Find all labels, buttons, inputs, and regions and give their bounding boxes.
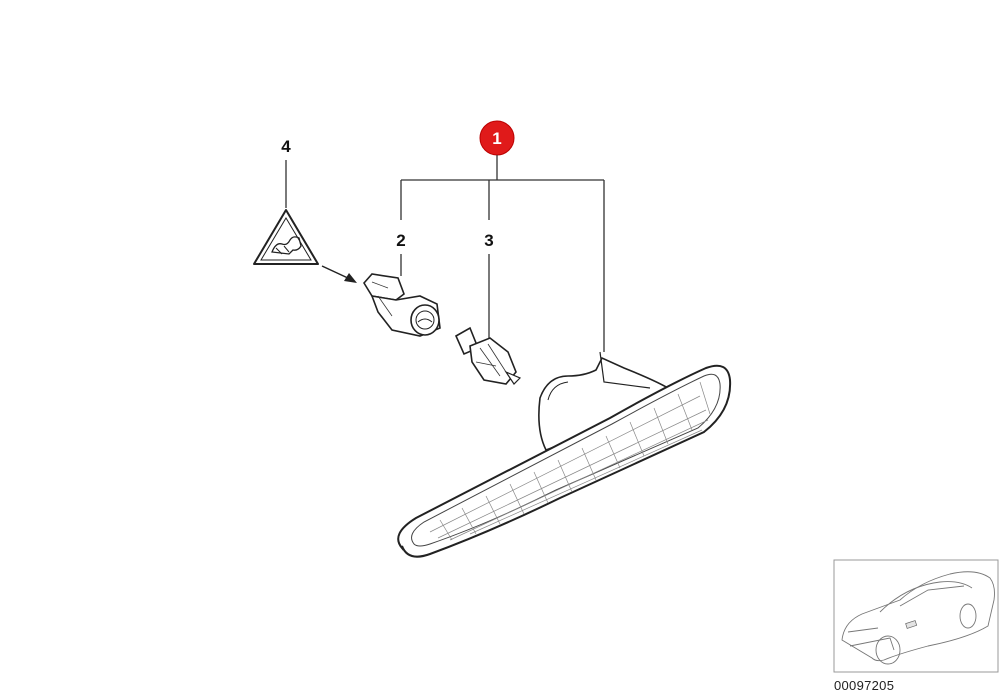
wedge-bulb[interactable]: [454, 326, 522, 385]
bulb-socket[interactable]: [363, 273, 441, 337]
side-marker-lamp[interactable]: [397, 351, 732, 558]
direction-arrow-icon: [321, 265, 357, 283]
lens-facets: [429, 381, 711, 541]
car-thumbnail-icon: [833, 559, 999, 673]
figure-number: 00097205: [834, 678, 895, 693]
callout-label-4[interactable]: 4: [281, 137, 291, 156]
callout-badge-1[interactable]: 1: [479, 120, 515, 156]
callout-label-2[interactable]: 2: [396, 231, 405, 250]
callout-label-1: 1: [492, 129, 501, 148]
callout-label-3[interactable]: 3: [484, 231, 493, 250]
warning-triangle-icon[interactable]: [253, 209, 319, 265]
callout-bracket-1: [400, 155, 605, 352]
